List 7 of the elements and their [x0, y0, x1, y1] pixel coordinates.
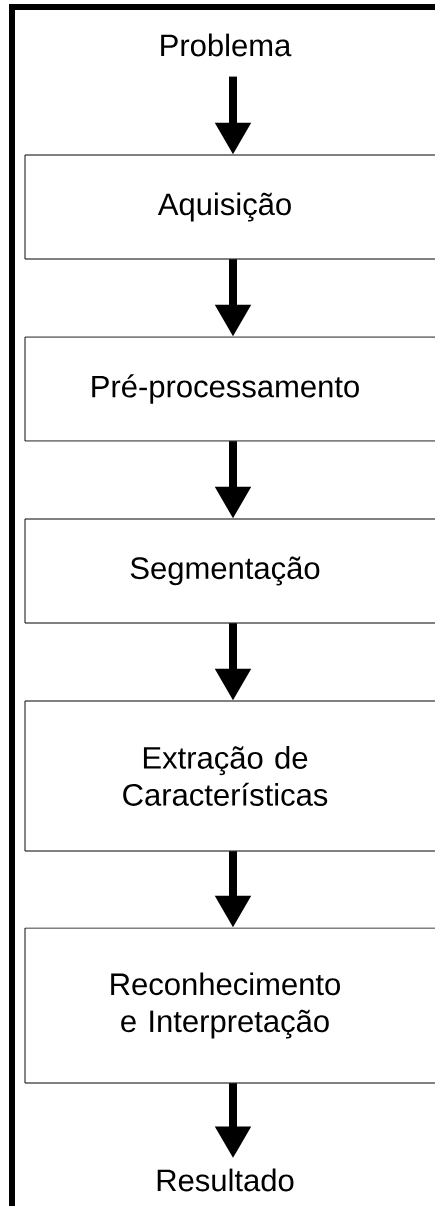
process-box: Segmentação: [24, 518, 435, 624]
flow-label: Resultado: [157, 1168, 294, 1192]
flow-label: Problema: [161, 33, 292, 57]
process-box: Pré-processamento: [24, 336, 435, 442]
process-box: Extração de Características: [24, 700, 435, 852]
process-box: Reconhecimento e Interpretação: [24, 927, 435, 1084]
process-box: Aquisição: [24, 154, 435, 260]
